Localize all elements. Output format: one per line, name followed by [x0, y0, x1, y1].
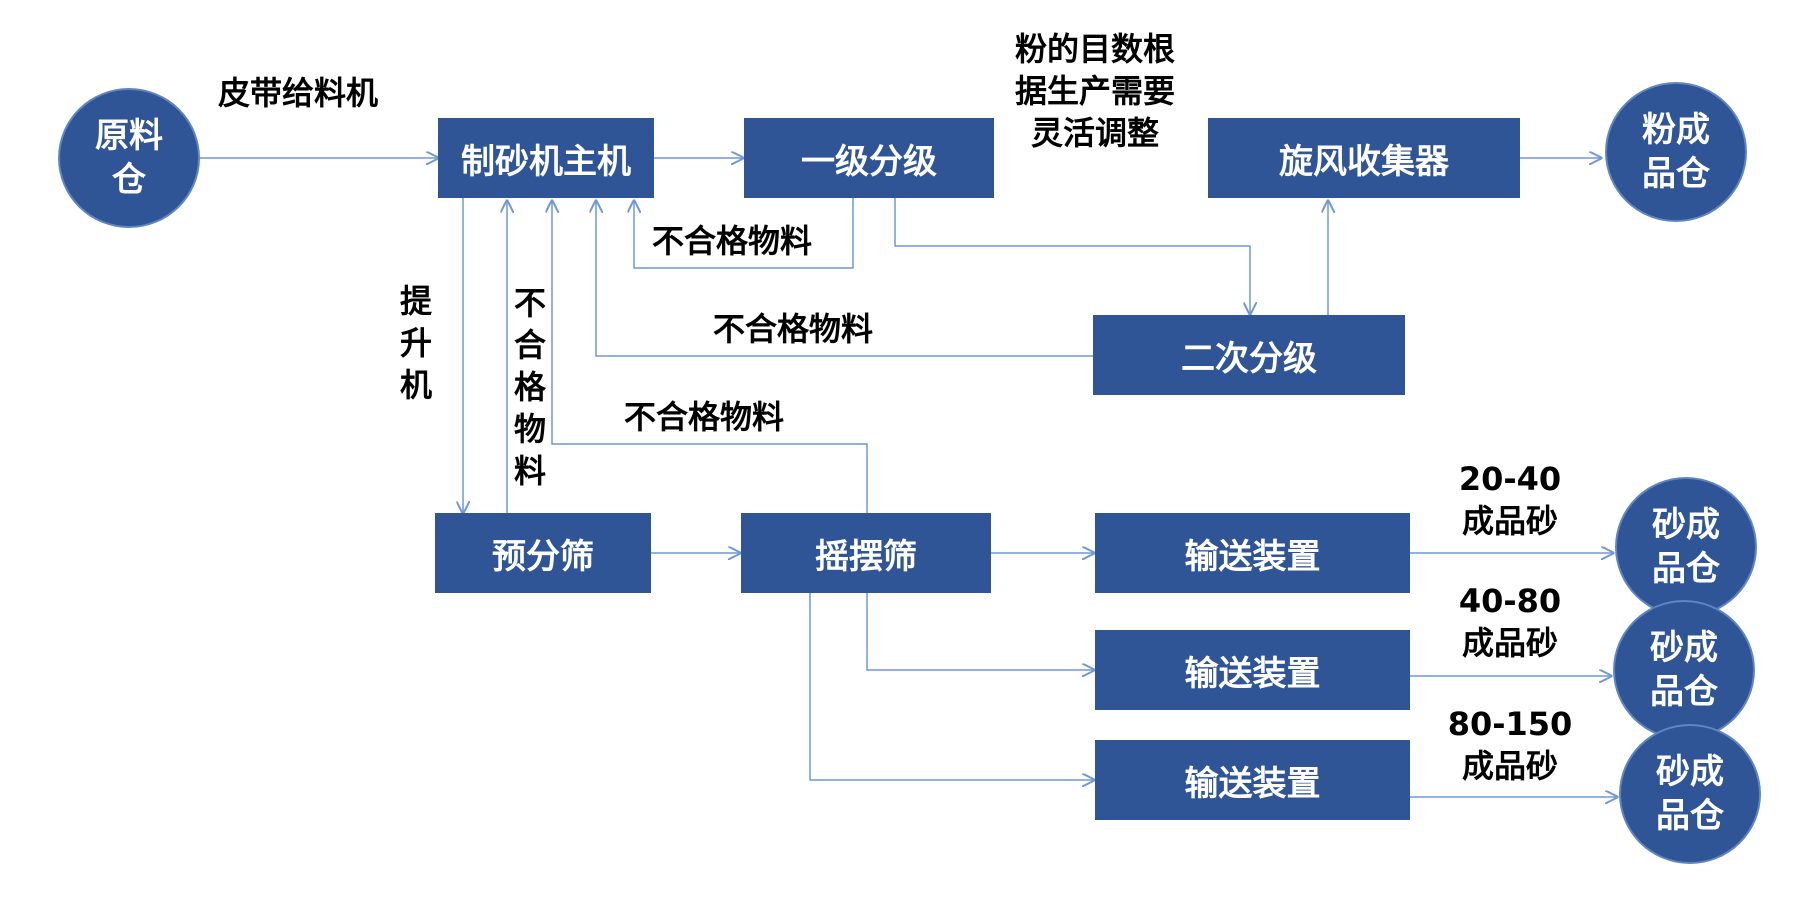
arrow-secondary-reject-return — [596, 201, 1093, 357]
belt-feeder-label: 皮带给料机 — [218, 74, 379, 112]
conveyor-1-node: 输送装置 — [1095, 513, 1410, 593]
sand-80-150-label: 80-150 成品砂 — [1435, 703, 1585, 787]
rejected-material-label-pre-screen: 不合格物料 — [514, 284, 547, 490]
arrow-primary-to-secondary — [894, 198, 1250, 314]
conveyor-2-node: 输送装置 — [1095, 630, 1410, 710]
sand-20-40-label: 20-40 成品砂 — [1440, 458, 1580, 542]
secondary-grading-node: 二次分级 — [1093, 315, 1405, 395]
elevator-label: 提升机 — [400, 282, 433, 404]
sand-maker-node: 制砂机主机 — [438, 118, 654, 198]
mesh-adjustment-note: 粉的目数根 据生产需要 灵活调整 — [990, 28, 1200, 154]
mesh-note-line-2: 据生产需要 — [1014, 72, 1175, 110]
sand-40-80-range: 40-80 — [1458, 582, 1562, 620]
sand-40-80-label: 40-80 成品砂 — [1440, 580, 1580, 664]
sand-40-80-text: 成品砂 — [1461, 624, 1558, 662]
arrow-swing-reject-return — [552, 201, 868, 513]
mesh-note-line-1: 粉的目数根 — [1014, 30, 1175, 68]
rejected-material-label-primary: 不合格物料 — [652, 222, 813, 260]
pre-screen-node: 预分筛 — [435, 513, 651, 593]
sand-product-bin-2-node: 砂成品仓 — [1613, 600, 1755, 740]
raw-material-bin-node: 原料仓 — [58, 88, 200, 228]
rejected-material-label-secondary: 不合格物料 — [713, 310, 874, 348]
powder-product-bin-node: 粉成品仓 — [1605, 82, 1747, 222]
sand-80-150-range: 80-150 — [1447, 705, 1573, 743]
mesh-note-line-3: 灵活调整 — [1030, 114, 1159, 152]
sand-product-bin-3-node: 砂成品仓 — [1619, 724, 1761, 864]
rejected-material-label-swing: 不合格物料 — [624, 398, 785, 436]
arrow-swing-to-conveyor-2 — [866, 593, 1094, 670]
conveyor-3-node: 输送装置 — [1095, 740, 1410, 820]
arrow-primary-reject-return — [634, 198, 854, 269]
swing-screen-node: 摇摆筛 — [741, 513, 991, 593]
sand-product-bin-1-node: 砂成品仓 — [1615, 477, 1757, 617]
cyclone-collector-node: 旋风收集器 — [1208, 118, 1520, 198]
arrow-swing-to-conveyor-3 — [809, 593, 1094, 780]
sand-20-40-text: 成品砂 — [1461, 502, 1558, 540]
sand-20-40-range: 20-40 — [1458, 460, 1562, 498]
sand-80-150-text: 成品砂 — [1461, 747, 1558, 785]
primary-grading-node: 一级分级 — [744, 118, 994, 198]
